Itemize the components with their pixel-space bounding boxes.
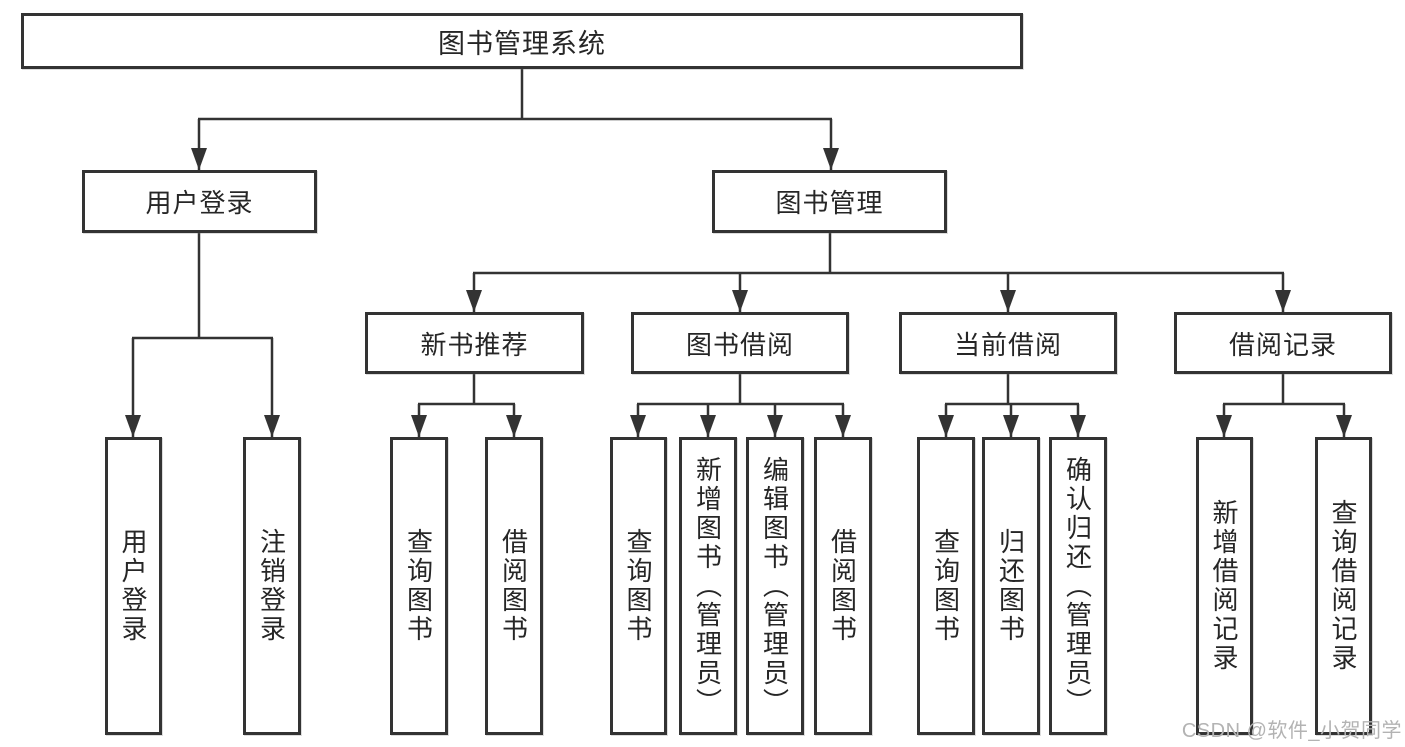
node-current-borrowing: 当前借阅 xyxy=(899,312,1117,374)
csdn-watermark: CSDN @软件_小贺同学 xyxy=(1181,720,1402,742)
leaf-query-books-recommend: 查询图书 xyxy=(390,437,448,735)
leaf-query-books-current: 查询图书 xyxy=(917,437,975,735)
node-new-book-recommendation: 新书推荐 xyxy=(365,312,584,374)
leaf-return-books: 归还图书 xyxy=(982,437,1040,735)
leaf-borrow-books-borrowing: 借阅图书 xyxy=(814,437,872,735)
leaf-user-login: 用户登录 xyxy=(105,437,162,735)
node-user-login: 用户登录 xyxy=(82,170,317,233)
leaf-add-borrow-record: 新增借阅记录 xyxy=(1196,437,1253,735)
leaf-add-book-admin: 新增图书（管理员） xyxy=(679,437,737,735)
leaf-logout: 注销登录 xyxy=(243,437,301,735)
node-book-borrowing: 图书借阅 xyxy=(631,312,849,374)
node-library-management-system: 图书管理系统 xyxy=(21,13,1023,69)
leaf-confirm-return-admin: 确认归还（管理员） xyxy=(1049,437,1107,735)
leaf-borrow-books-recommend: 借阅图书 xyxy=(485,437,543,735)
leaf-query-borrow-record: 查询借阅记录 xyxy=(1315,437,1372,735)
leaf-edit-book-admin: 编辑图书（管理员） xyxy=(746,437,804,735)
leaf-query-books-borrowing: 查询图书 xyxy=(610,437,667,735)
node-borrowing-records: 借阅记录 xyxy=(1174,312,1392,374)
node-book-management: 图书管理 xyxy=(712,170,947,233)
